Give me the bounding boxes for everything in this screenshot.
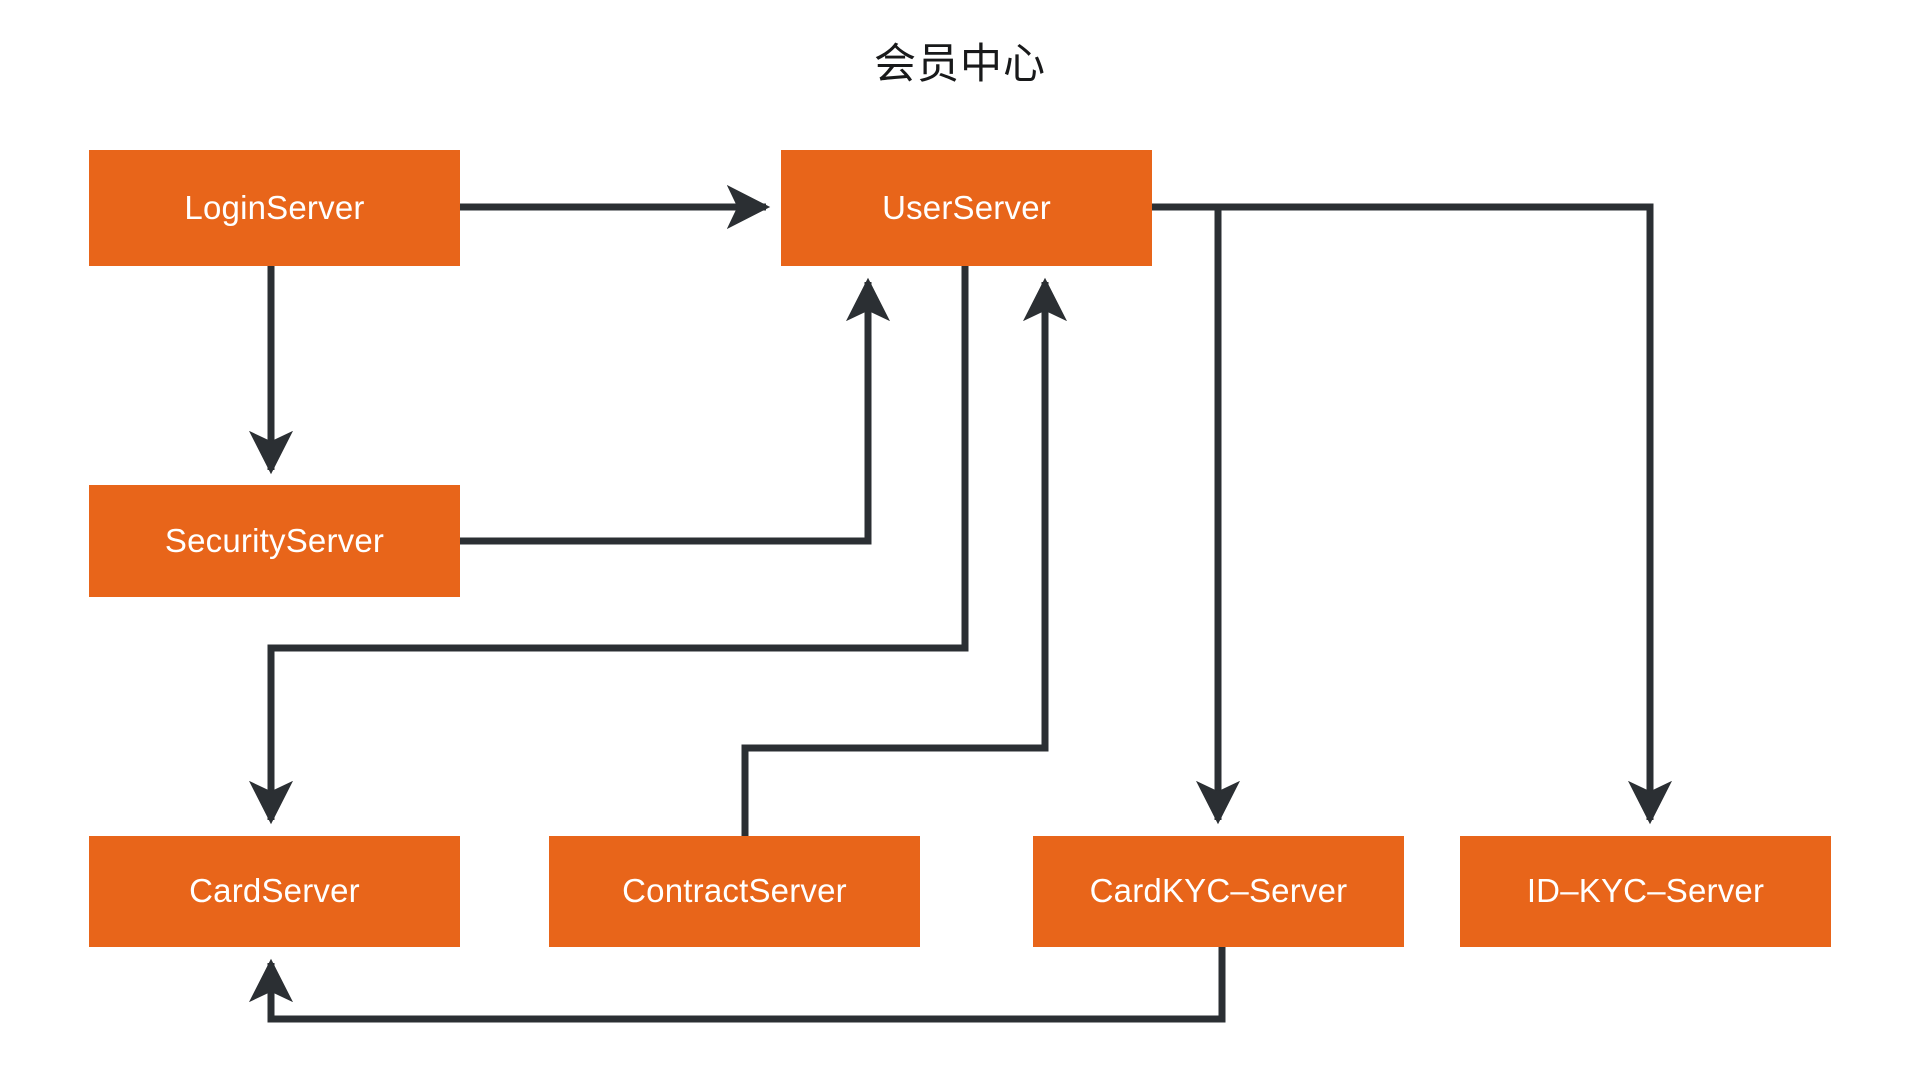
node-label: ContractServer	[622, 872, 847, 910]
edge-user-to-idkyc	[1152, 203, 1673, 825]
edge-cardkyc-to-card	[248, 947, 1226, 1023]
node-label: LoginServer	[184, 188, 365, 226]
node-label: ID–KYC–Server	[1526, 872, 1765, 910]
node-user-server[interactable]: UserServer	[781, 150, 1152, 266]
edge-contract-to-user	[741, 277, 1068, 836]
node-cardkyc-server[interactable]: CardKYC–Server	[1033, 836, 1404, 947]
node-security-server[interactable]: SecurityServer	[89, 485, 460, 597]
page-title: 会员中心	[873, 39, 1046, 88]
node-idkyc-server[interactable]: ID–KYC–Server	[1460, 836, 1831, 947]
node-label: CardServer	[189, 872, 360, 910]
node-label: SecurityServer	[164, 521, 385, 559]
node-card-server[interactable]: CardServer	[89, 836, 460, 947]
edge-security-to-user	[460, 277, 891, 545]
edge-user-to-cardkyc	[1152, 203, 1241, 825]
node-contract-server[interactable]: ContractServer	[549, 836, 920, 947]
node-label: CardKYC–Server	[1089, 872, 1348, 910]
node-login-server[interactable]: LoginServer	[89, 150, 460, 266]
node-label: UserServer	[882, 188, 1051, 226]
